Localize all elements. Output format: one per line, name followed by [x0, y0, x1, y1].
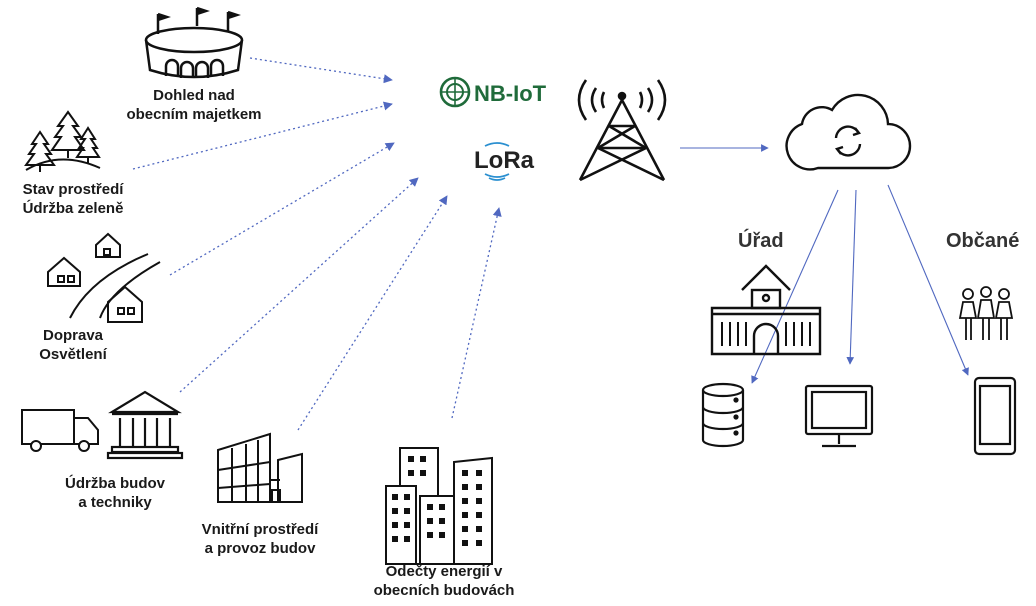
label-vnitrni-line2: a provoz budov — [204, 540, 316, 557]
label-udrzba-line2: a techniky — [78, 494, 152, 511]
backbone-connectors — [680, 144, 969, 384]
townhall-icon — [710, 264, 822, 356]
label-doprava-line1: Doprava — [42, 327, 104, 344]
label-prostredi: Stav prostředí Údržba zeleně — [0, 180, 146, 218]
trees-icon — [24, 110, 101, 172]
label-udrzba: Údržba budov a techniky — [48, 474, 182, 512]
label-odecty-line1: Odečty energií v — [385, 563, 503, 580]
nbiot-label: NB-IoT — [474, 81, 547, 106]
nbiot-logo: NB-IoT — [439, 76, 547, 108]
connector-dohled — [249, 57, 393, 84]
connector-vnitrni — [297, 195, 448, 431]
label-odecty-line2: obecních budovách — [373, 582, 515, 599]
lora-logo: LoRa — [474, 142, 535, 181]
road-houses-icon — [47, 232, 161, 323]
label-dohled-line1: Dohled nad — [153, 87, 235, 104]
cloud-sync-icon — [785, 93, 912, 171]
connector-udrzba — [179, 177, 419, 393]
label-vnitrni-line1: Vnitřní prostředí — [201, 521, 319, 538]
label-odecty: Odečty energií v obecních budovách — [360, 562, 528, 600]
connector-odecty — [451, 207, 502, 419]
connector-cloud-phone — [887, 184, 969, 376]
label-udrzba-line1: Údržba budov — [65, 475, 165, 492]
connector-cloud-database — [751, 189, 839, 384]
label-doprava: Doprava Osvětlení — [18, 326, 128, 364]
smartphone-icon — [973, 376, 1017, 456]
label-vnitrni: Vnitřní prostředí a provoz budov — [180, 520, 340, 558]
target-obcane-title: Občané — [946, 230, 1020, 252]
connector-doprava — [169, 142, 395, 276]
bank-icon — [106, 390, 184, 460]
database-icon — [701, 382, 745, 448]
antenna-tower-icon — [577, 79, 667, 182]
people-icon — [958, 286, 1014, 340]
target-urad-title: Úřad — [738, 230, 784, 252]
truck-icon — [21, 409, 99, 452]
label-prostredi-line2: Údržba zeleně — [22, 200, 124, 217]
connector-cloud-monitor — [846, 189, 857, 365]
monitor-icon — [804, 384, 874, 448]
stadium-icon — [144, 6, 244, 79]
lora-label: LoRa — [474, 147, 535, 174]
label-dohled-line2: obecním majetkem — [126, 106, 262, 123]
label-dohled: Dohled nad obecním majetkem — [100, 86, 288, 124]
label-prostredi-line1: Stav prostředí — [22, 181, 124, 198]
label-doprava-line2: Osvětlení — [39, 346, 107, 363]
source-connectors — [132, 57, 502, 431]
factory-icon — [217, 432, 303, 503]
city-buildings-icon — [385, 447, 493, 565]
